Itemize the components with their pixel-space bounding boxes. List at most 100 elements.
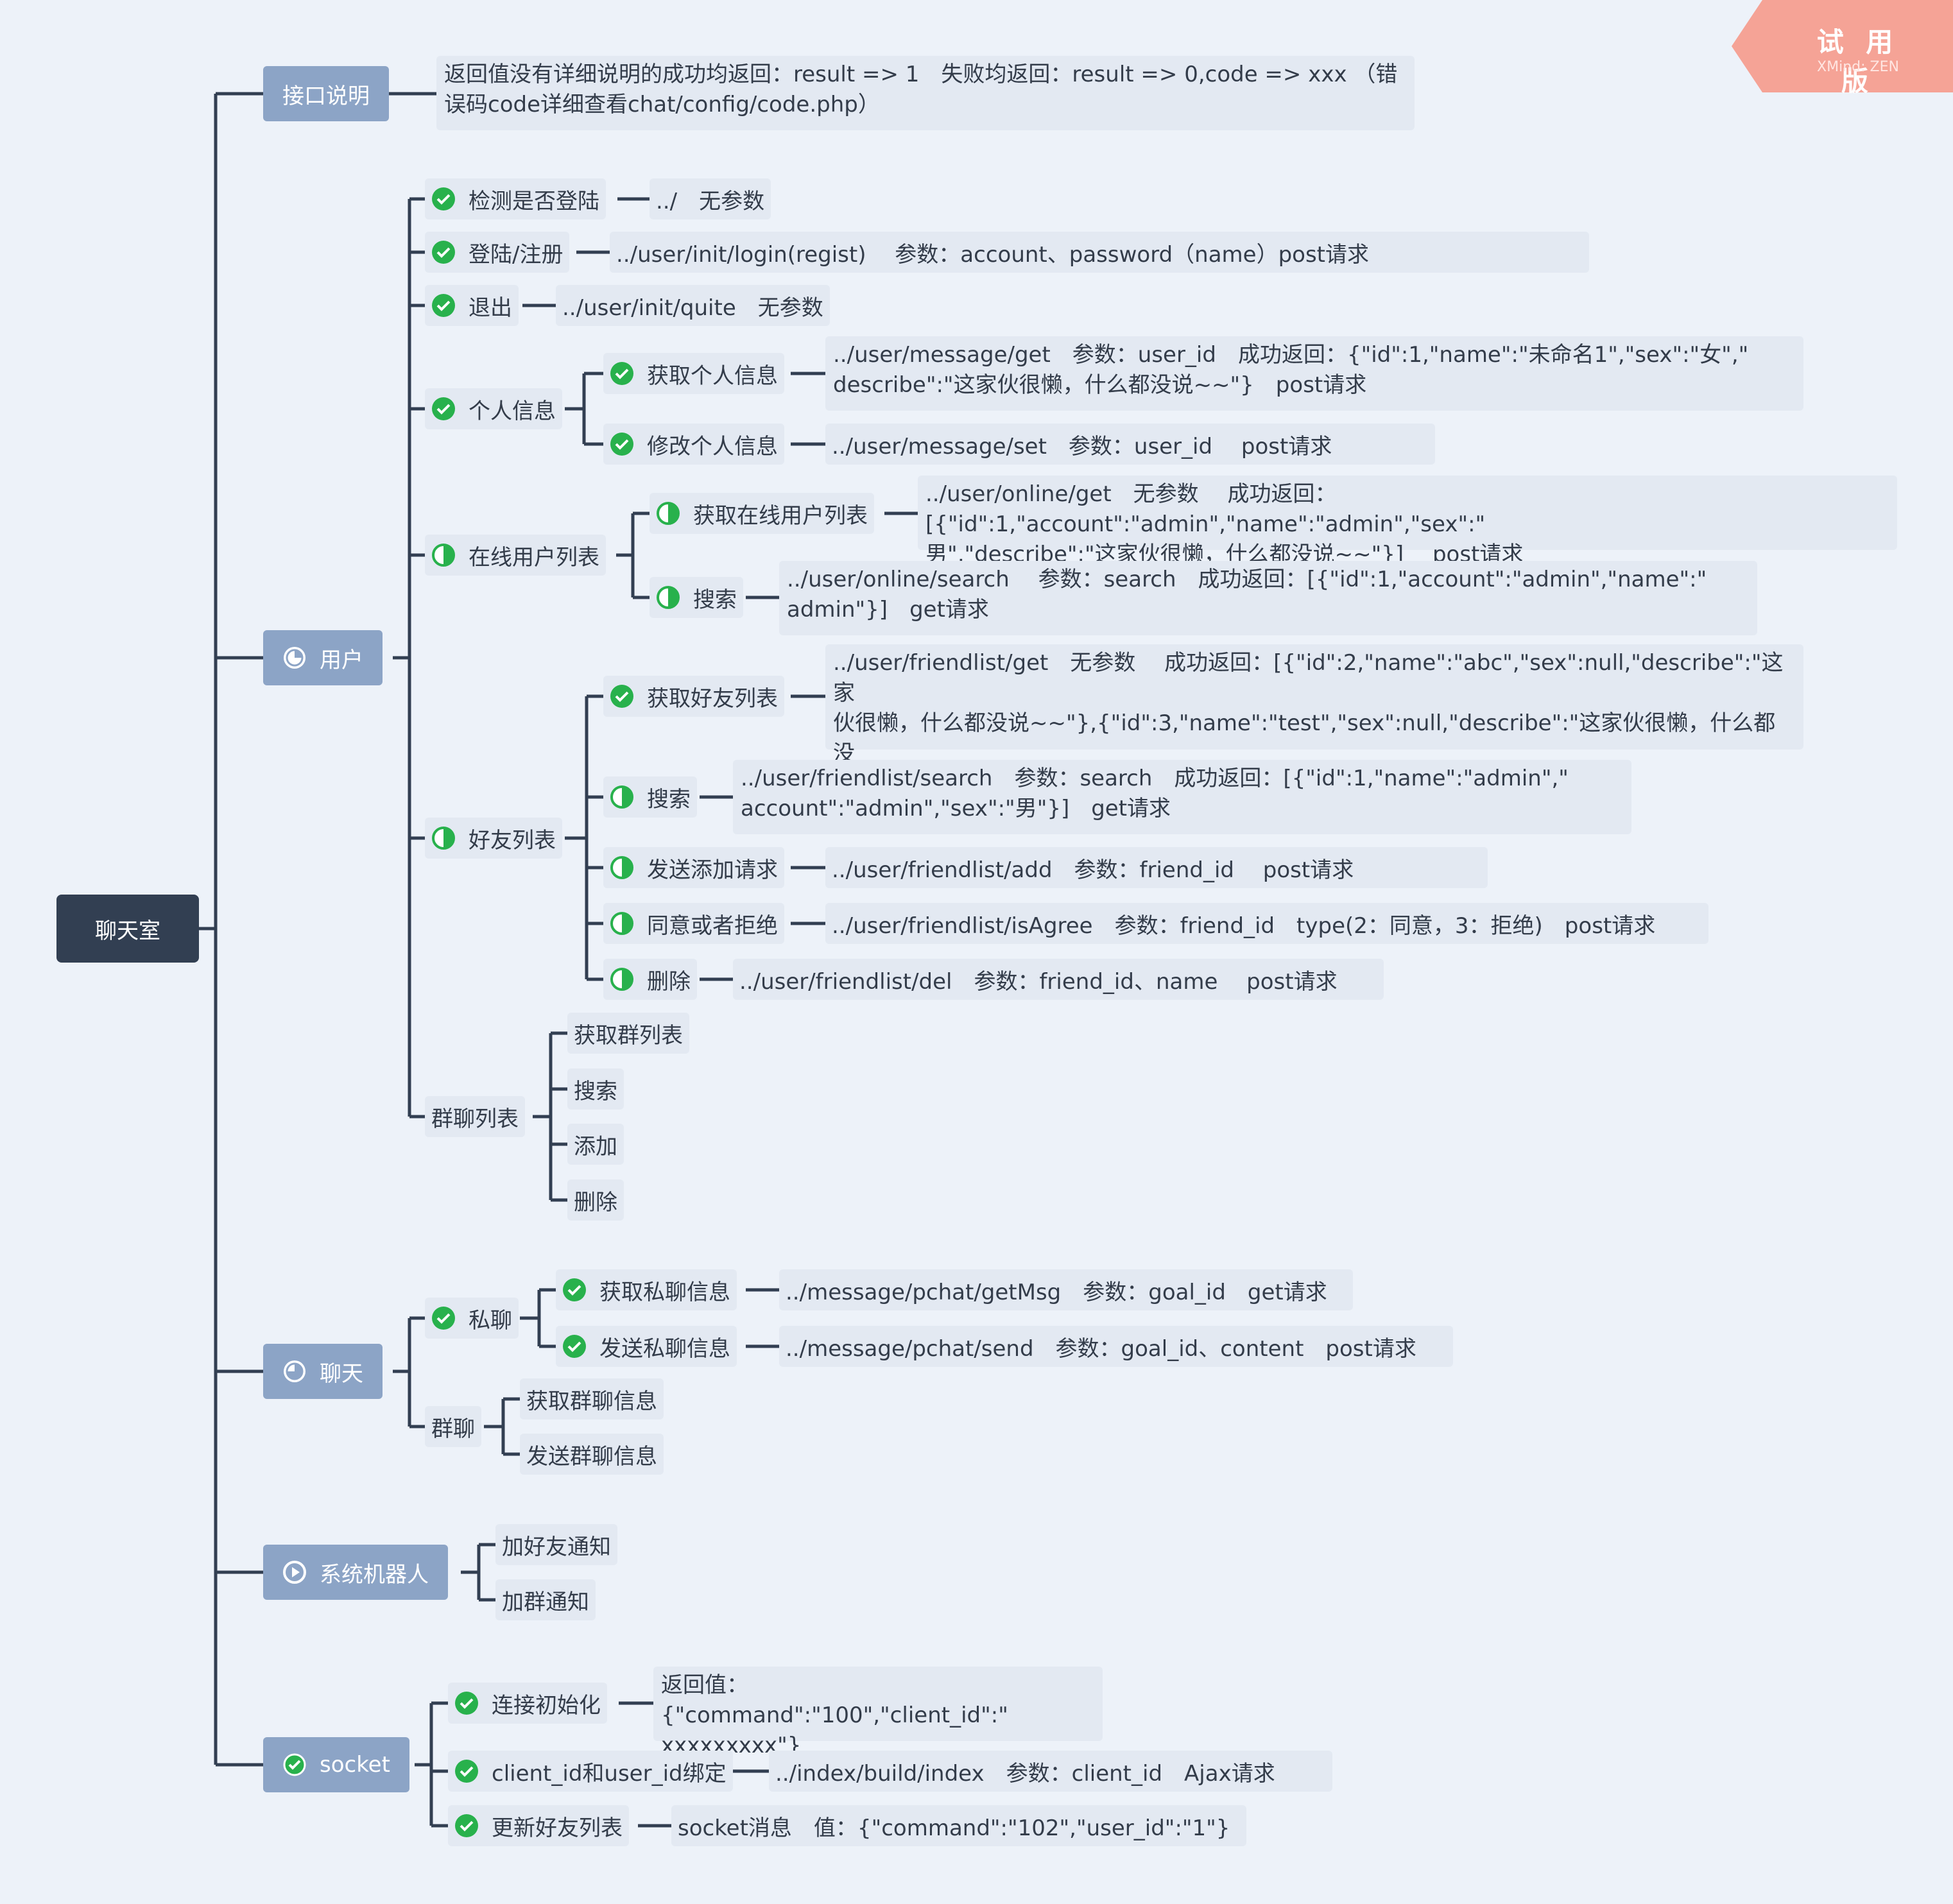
item-private-get[interactable]: 获取私聊信息 [556,1269,737,1310]
item-private-chat[interactable]: 私聊 [425,1298,519,1339]
group-chat-send[interactable]: 发送群聊信息 [520,1434,664,1475]
check-icon [282,1753,307,1777]
item-friends-search[interactable]: 搜索 [603,776,697,818]
item-label: 登陆/注册 [469,241,564,268]
half-circle-icon [610,785,634,809]
topic-chat[interactable]: 聊天 [263,1344,383,1399]
item-label: 好友列表 [469,827,556,853]
group-child-list[interactable]: 获取群列表 [567,1013,689,1054]
item-label: 发送私聊信息 [599,1335,730,1362]
item-label: 在线用户列表 [469,544,599,570]
detail-friends-del[interactable]: ../user/friendlist/del 参数：friend_id、name… [733,959,1384,1000]
detail-socket-refresh[interactable]: socket消息 值：{"command":"102","user_id":"1… [671,1805,1246,1846]
item-friends-del[interactable]: 删除 [603,959,697,1000]
item-label: 同意或者拒绝 [647,913,778,939]
item-profile[interactable]: 个人信息 [425,388,562,429]
item-label: 获取私聊信息 [599,1279,730,1305]
item-socket-init[interactable]: 连接初始化 [448,1683,607,1724]
check-icon [431,240,456,264]
item-socket-refresh[interactable]: 更新好友列表 [448,1805,629,1846]
detail-profile-get[interactable]: ../user/message/get 参数：user_id 成功返回：{"id… [825,336,1803,411]
item-logout[interactable]: 退出 [425,285,519,326]
item-friends-add[interactable]: 发送添加请求 [603,847,784,888]
topic-system-bot[interactable]: 系统机器人 [263,1545,448,1600]
detail-line-2: admin"}] get请求 [787,597,989,622]
topic-api[interactable]: 接口说明 [263,66,389,121]
detail-line-1: ../user/friendlist/get 无参数 成功返回：[{"id":2… [833,650,1784,706]
detail-logout[interactable]: ../user/init/quite 无参数 [556,285,830,326]
item-label: 群聊列表 [431,1106,519,1132]
check-icon [610,432,634,456]
group-child-search[interactable]: 搜索 [567,1068,624,1110]
group-chat-get[interactable]: 获取群聊信息 [520,1378,664,1419]
item-profile-set[interactable]: 修改个人信息 [603,424,784,465]
detail-socket-bind[interactable]: ../index/build/index 参数：client_id Ajax请求 [769,1751,1332,1792]
check-icon [454,1759,479,1783]
item-label: 搜索 [693,587,737,613]
item-login[interactable]: 登陆/注册 [425,232,570,273]
check-icon [610,361,634,386]
detail-online-get[interactable]: ../user/online/get 无参数 成功返回：[{"id":1,"ac… [918,476,1897,567]
detail-friends-agree[interactable]: ../user/friendlist/isAgree 参数：friend_id … [825,903,1708,944]
topic-user[interactable]: 用户 [263,630,383,685]
watermark-title: 试 用 版 [1816,26,1900,97]
item-private-send[interactable]: 发送私聊信息 [556,1326,737,1367]
half-circle-icon [656,585,680,610]
item-socket-bind[interactable]: client_id和user_id绑定 [448,1751,733,1792]
root-topic[interactable]: 聊天室 [56,895,199,963]
api-note-line-1: 返回值没有详细说明的成功均返回：result => 1 失败均返回：result… [444,62,1398,87]
item-label: client_id和user_id绑定 [492,1760,727,1787]
topic-label: 接口说明 [282,83,370,109]
half-circle-icon [431,543,456,567]
detail-friends-add[interactable]: ../user/friendlist/add 参数：friend_id post… [825,847,1488,888]
group-child-add[interactable]: 添加 [567,1124,624,1165]
topic-label: 用户 [320,647,363,673]
half-circle-icon [610,855,634,880]
item-profile-get[interactable]: 获取个人信息 [603,353,784,394]
topic-label: 系统机器人 [320,1561,429,1588]
item-group-chat[interactable]: 群聊 [425,1406,481,1447]
bot-group-notice[interactable]: 加群通知 [495,1579,596,1620]
check-icon [431,293,456,318]
item-label: 退出 [469,295,512,321]
play-icon [282,1560,307,1584]
detail-login[interactable]: ../user/init/login(regist) 参数：account、pa… [610,232,1589,273]
api-note[interactable]: 返回值没有详细说明的成功均返回：result => 1 失败均返回：result… [436,56,1415,130]
item-online[interactable]: 在线用户列表 [425,535,606,576]
detail-profile-set[interactable]: ../user/message/set 参数：user_id post请求 [825,424,1435,465]
check-icon [431,187,456,211]
topic-label: socket [320,1752,390,1778]
detail-line-2: describe":"这家伙很懒，什么都没说~~"} post请求 [833,372,1367,398]
detail-friends-get[interactable]: ../user/friendlist/get 无参数 成功返回：[{"id":2… [825,644,1803,796]
item-online-get[interactable]: 获取在线用户列表 [650,493,874,534]
topic-socket[interactable]: socket [263,1737,409,1792]
detail-online-search[interactable]: ../user/online/search 参数：search 成功返回：[{"… [779,561,1757,635]
check-icon [431,1306,456,1330]
progress-25-icon [282,646,307,670]
detail-line-1: 返回值：{"command":"100","client_id":" [661,1672,1008,1728]
item-label: 更新好友列表 [492,1815,623,1841]
detail-line-2: 伙很懒，什么都没说~~"},{"id":3,"name":"test","sex… [833,710,1776,766]
detail-line-2: account":"admin","sex":"男"}] get请求 [741,796,1171,821]
detail-line-1: ../user/online/get 无参数 成功返回：[{"id":1,"ac… [925,481,1486,537]
item-label: 检测是否登陆 [469,188,599,214]
detail-socket-init[interactable]: 返回值：{"command":"100","client_id":" xxxxx… [653,1667,1103,1758]
item-groups[interactable]: 群聊列表 [425,1096,525,1137]
detail-friends-search[interactable]: ../user/friendlist/search 参数：search 成功返回… [733,760,1631,834]
item-label: 群聊 [431,1416,475,1442]
check-icon [562,1278,587,1302]
detail-private-send[interactable]: ../message/pchat/send 参数：goal_id、content… [779,1326,1453,1367]
detail-check-login[interactable]: ../ 无参数 [650,178,771,219]
item-label: 修改个人信息 [647,433,778,459]
item-check-login[interactable]: 检测是否登陆 [425,178,606,219]
detail-line-1: ../user/friendlist/search 参数：search 成功返回… [741,766,1569,791]
detail-private-get[interactable]: ../message/pchat/getMsg 参数：goal_id get请求 [779,1269,1353,1310]
group-child-delete[interactable]: 删除 [567,1179,624,1221]
item-friends-get[interactable]: 获取好友列表 [603,676,784,717]
item-friends[interactable]: 好友列表 [425,818,562,859]
item-online-search[interactable]: 搜索 [650,577,743,618]
item-friends-agree[interactable]: 同意或者拒绝 [603,903,784,944]
bot-friend-notice[interactable]: 加好友通知 [495,1524,617,1565]
